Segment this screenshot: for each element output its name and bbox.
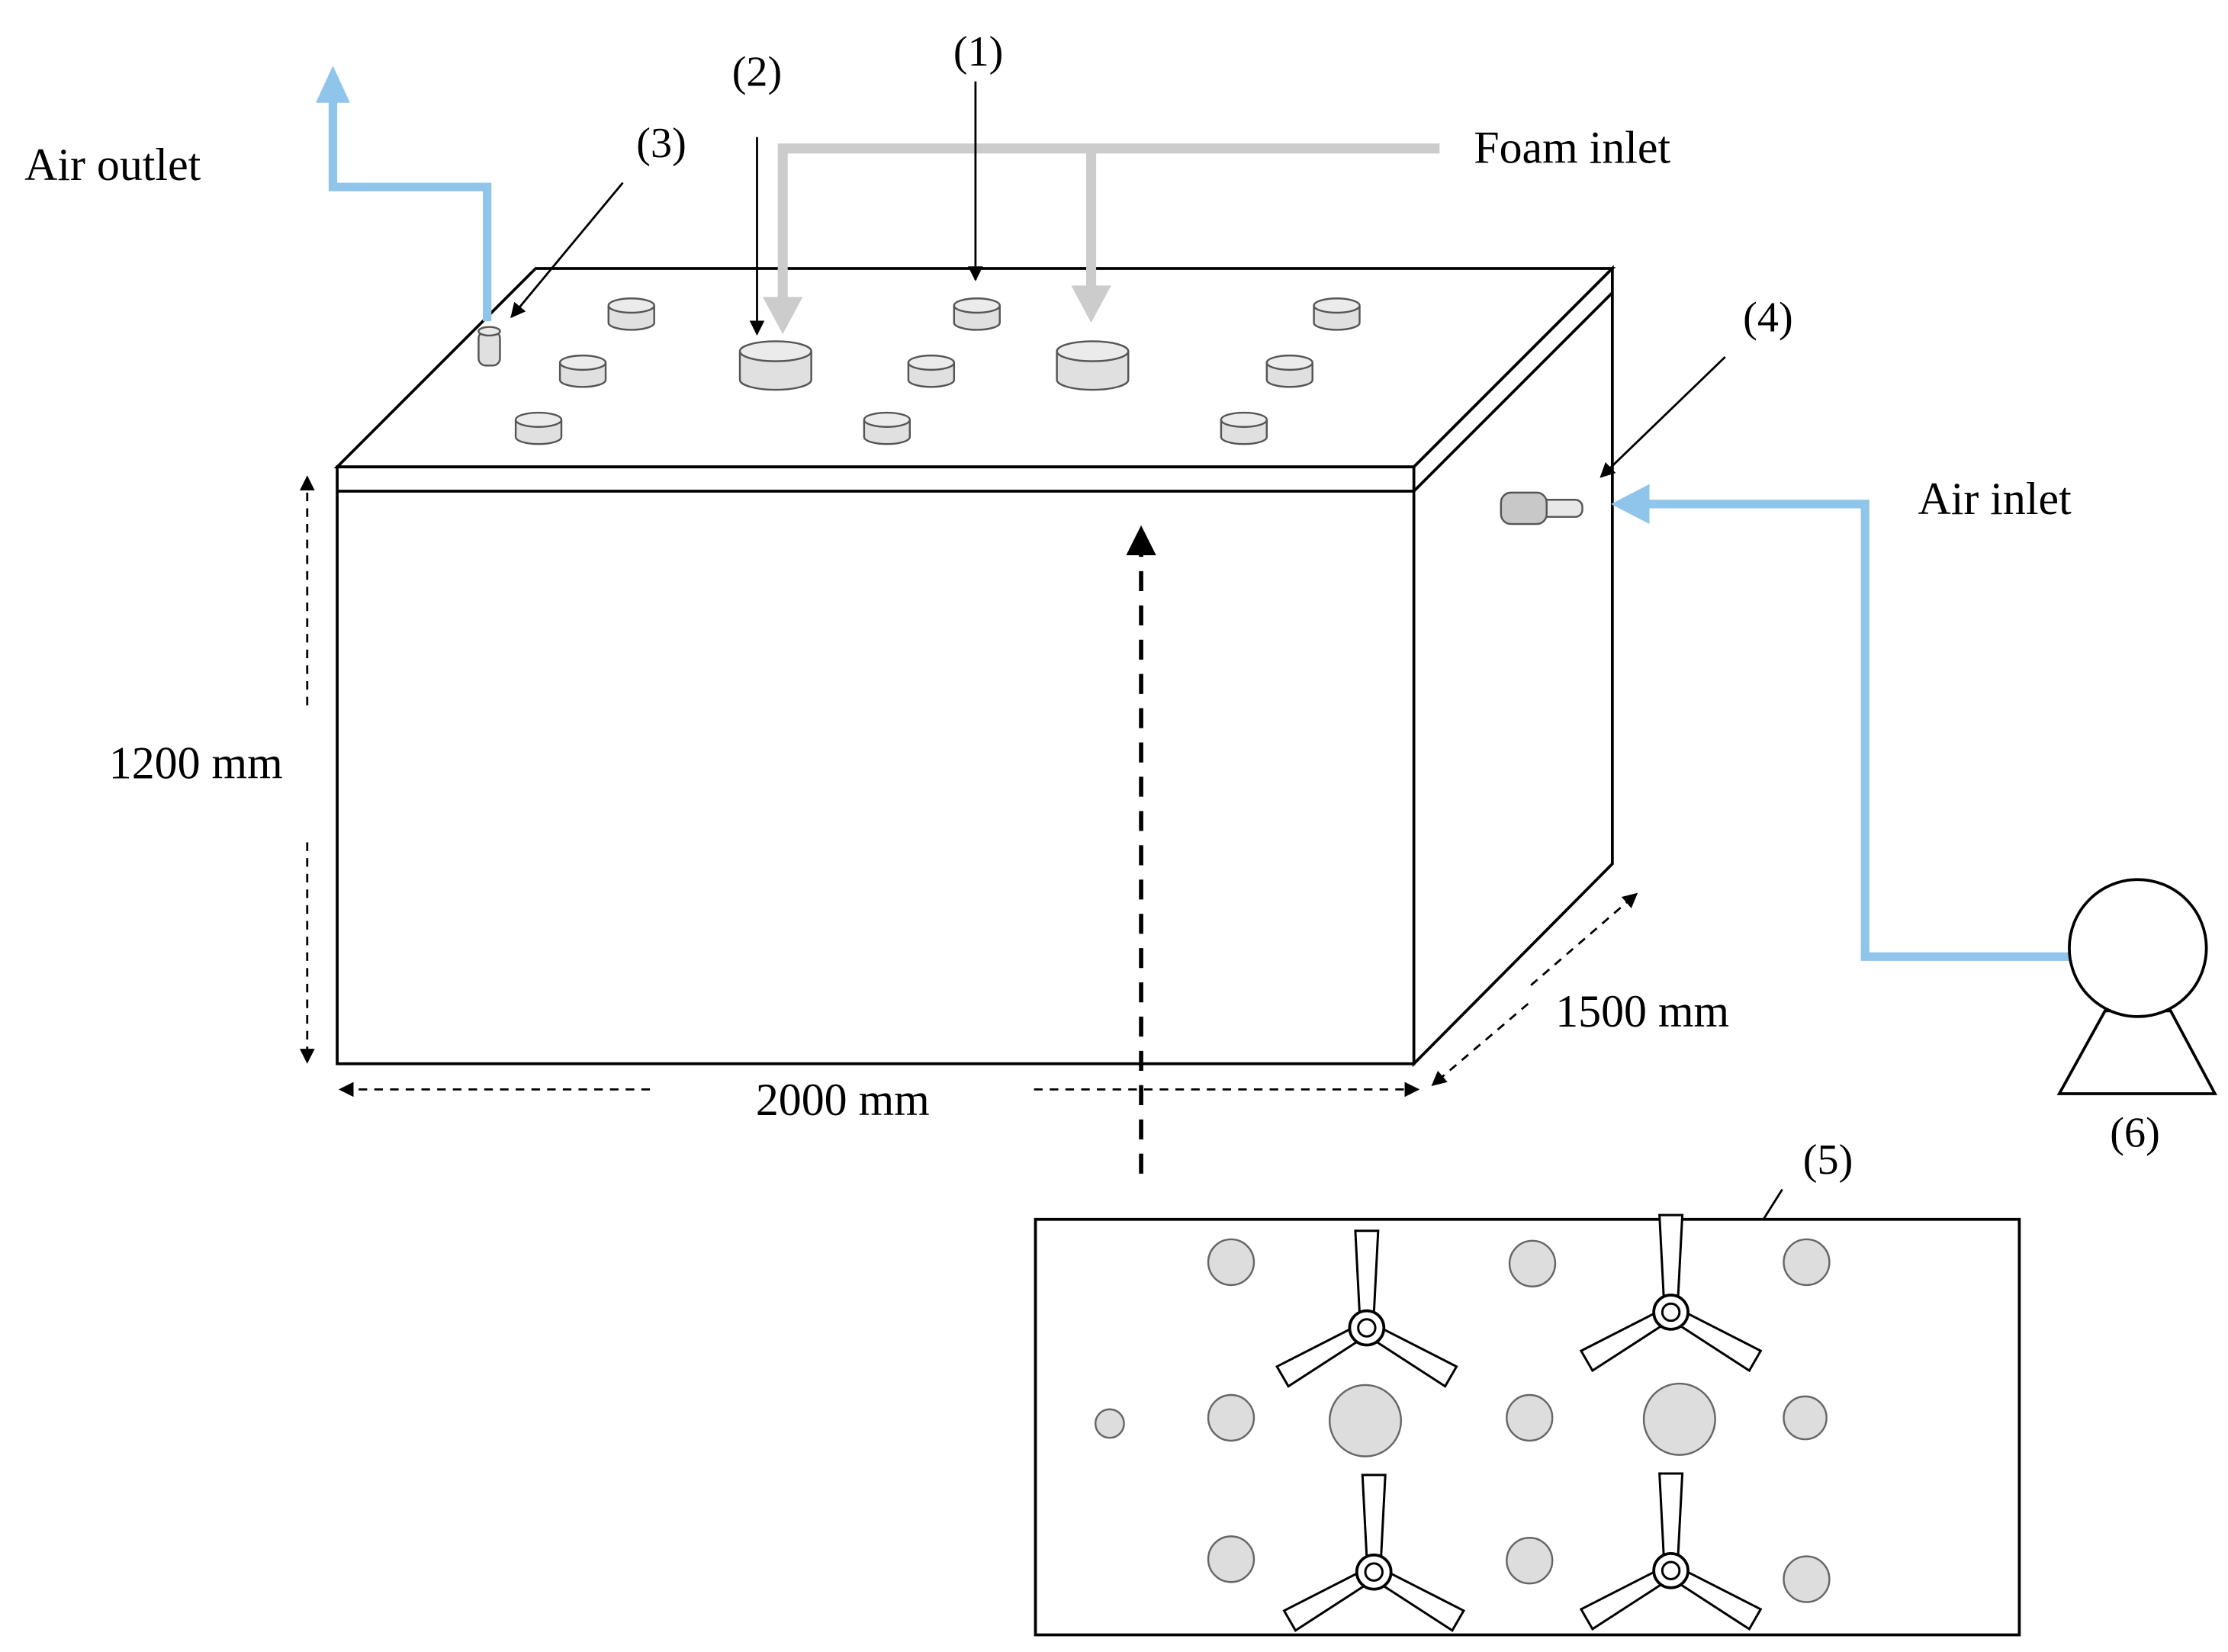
inset-nozzle	[1506, 1537, 1554, 1585]
air-outlet-line	[328, 94, 492, 322]
chamber-box	[333, 265, 1616, 1068]
inset-nozzles	[1094, 1238, 1831, 1603]
foam-inlet-label: Foam inlet	[1474, 122, 1670, 172]
lid-edge-side	[1413, 291, 1614, 493]
inset-nozzle	[1783, 1395, 1828, 1441]
lid-port	[953, 297, 1001, 331]
air-inlet-label: Air inlet	[1918, 474, 2072, 524]
inset-nozzle	[1642, 1382, 1716, 1456]
inset-fan	[1275, 1229, 1458, 1388]
callout-4: (4)	[1743, 294, 1792, 341]
inset-nozzle	[1207, 1393, 1255, 1442]
inset-fan	[1579, 1213, 1763, 1373]
air-outlet-arrowhead	[316, 66, 350, 103]
callout-6: (6)	[2110, 1109, 2159, 1156]
inset-nozzle	[1094, 1408, 1125, 1439]
width-dimension-label: 2000 mm	[756, 1075, 930, 1125]
callout-3-leader	[510, 182, 624, 319]
callout-2: (2)	[732, 48, 782, 95]
inset-nozzle	[1328, 1384, 1403, 1458]
dimension-lines	[299, 475, 1638, 1098]
foam-arrowhead-1	[762, 297, 803, 335]
height-dimension-label: 1200 mm	[109, 738, 283, 788]
air-outlet-port	[477, 326, 501, 367]
lid-port	[1265, 354, 1313, 388]
lid-port	[863, 411, 911, 445]
inset-nozzle	[1508, 1239, 1557, 1287]
callout-5: (5)	[1803, 1136, 1853, 1184]
lid-port	[558, 354, 607, 388]
foam-port	[1056, 340, 1130, 391]
inset-nozzle	[1783, 1555, 1831, 1603]
inset-nozzle	[1783, 1238, 1831, 1287]
depth-dimension-label: 1500 mm	[1555, 986, 1729, 1037]
inset-nozzle	[1506, 1393, 1554, 1442]
foam-inlet-line	[777, 143, 1440, 301]
callout-1: (1)	[953, 28, 1003, 76]
air-inlet-line	[1642, 500, 2072, 961]
lid-port	[907, 354, 956, 388]
fan-blower	[2056, 878, 2217, 1095]
inset-fan	[1282, 1474, 1466, 1632]
air-outlet-label: Air outlet	[24, 140, 201, 190]
lid-port	[607, 297, 655, 331]
foam-port	[738, 340, 812, 391]
lid-ports	[514, 297, 1361, 445]
inset-nozzle	[1207, 1535, 1255, 1583]
chamber-front-face	[336, 465, 1416, 1065]
inset-fan	[1579, 1472, 1763, 1631]
callout-3: (3)	[636, 120, 686, 167]
inset-fans	[1275, 1213, 1763, 1632]
lid-port	[514, 411, 563, 445]
inset-nozzle	[1207, 1238, 1255, 1287]
air-inlet-nozzle	[1500, 491, 1583, 525]
lid-port	[1220, 411, 1268, 445]
foam-arrowhead-2	[1071, 285, 1111, 323]
callout-4-leader	[1599, 356, 1726, 478]
air-inlet-arrowhead	[1610, 484, 1650, 525]
lid-port	[1313, 297, 1361, 331]
